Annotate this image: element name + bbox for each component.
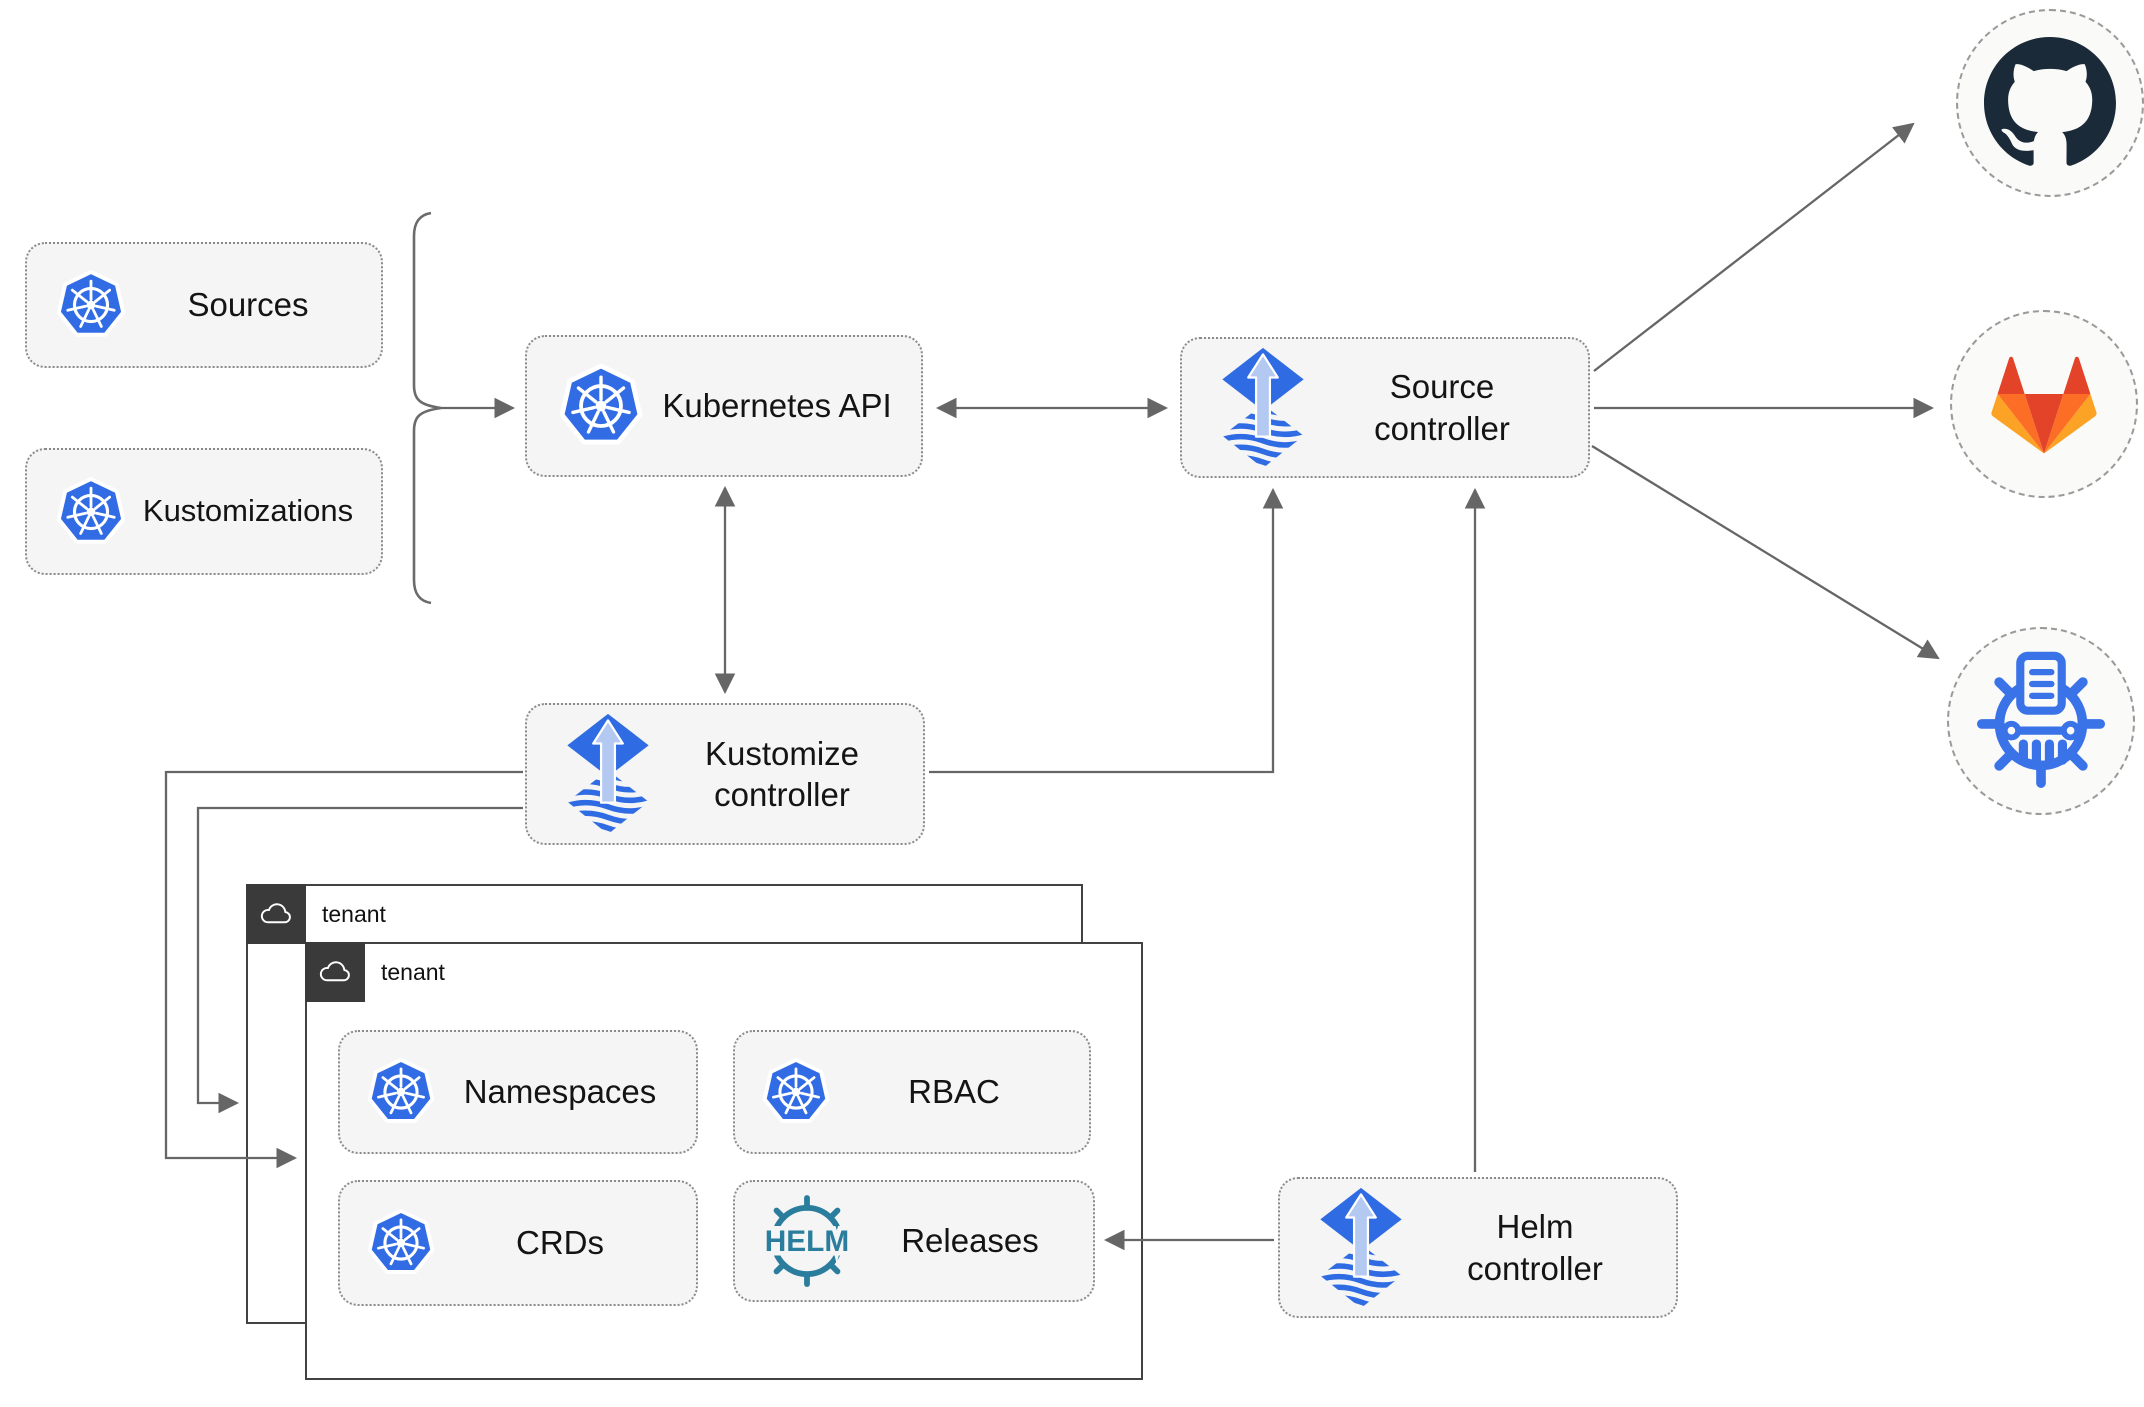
kubernetes-icon [27, 267, 129, 343]
node-label: Kubernetes API [662, 387, 892, 425]
flux-icon [1182, 347, 1310, 469]
node-kustomizations: Kustomizations [25, 448, 383, 575]
cloud-icon [317, 954, 353, 990]
chart-repository-icon [1967, 647, 2115, 795]
tenant-group-front: tenant [304, 941, 1143, 1380]
node-label: Kustomizations [142, 493, 354, 529]
edge-source-to-helm-repository [1591, 445, 1940, 660]
github-icon [1984, 37, 2116, 169]
node-label: Releases [901, 1222, 1039, 1260]
kubernetes-icon [735, 1055, 833, 1129]
tenant-label: tenant [381, 959, 445, 985]
node-label: Helm controller [1467, 1208, 1603, 1287]
node-kustomize-controller: Kustomize controller [525, 703, 925, 845]
kubernetes-icon [527, 360, 647, 452]
node-kubernetes-api: Kubernetes API [525, 335, 923, 477]
kubernetes-icon [340, 1206, 438, 1280]
node-label: Source controller [1374, 368, 1510, 447]
edge-kustomize-to-source [929, 487, 1284, 774]
node-label: CRDs [516, 1224, 604, 1262]
helm-wheel-icon: HELM [735, 1193, 861, 1289]
edge-source-to-github [1593, 122, 1915, 372]
tenant-label: tenant [322, 901, 386, 927]
flux-icon [527, 713, 655, 835]
node-crds: CRDs [338, 1180, 698, 1306]
helm-logo-text: HELM [765, 1225, 849, 1258]
node-namespaces: Namespaces [338, 1030, 698, 1154]
node-releases: HELM Releases [733, 1180, 1095, 1302]
node-source-controller: Source controller [1180, 337, 1590, 478]
kubernetes-icon [27, 474, 129, 550]
node-label: Sources [187, 286, 309, 324]
tenant-header [245, 883, 306, 944]
kubernetes-icon [340, 1055, 438, 1129]
node-helm-controller: Helm controller [1278, 1177, 1678, 1318]
node-label: Kustomize controller [704, 734, 860, 813]
brace-sources-group [412, 211, 442, 605]
tenant-header [304, 941, 365, 1002]
node-label: RBAC [908, 1073, 1000, 1111]
external-gitlab [1950, 310, 2138, 498]
node-rbac: RBAC [733, 1030, 1091, 1154]
node-sources: Sources [25, 242, 383, 368]
gitlab-icon [1981, 341, 2107, 467]
flux-icon [1280, 1187, 1408, 1309]
cloud-icon [258, 896, 294, 932]
node-label: Namespaces [463, 1073, 657, 1111]
external-helm-repository [1947, 627, 2135, 815]
external-github [1956, 9, 2144, 197]
